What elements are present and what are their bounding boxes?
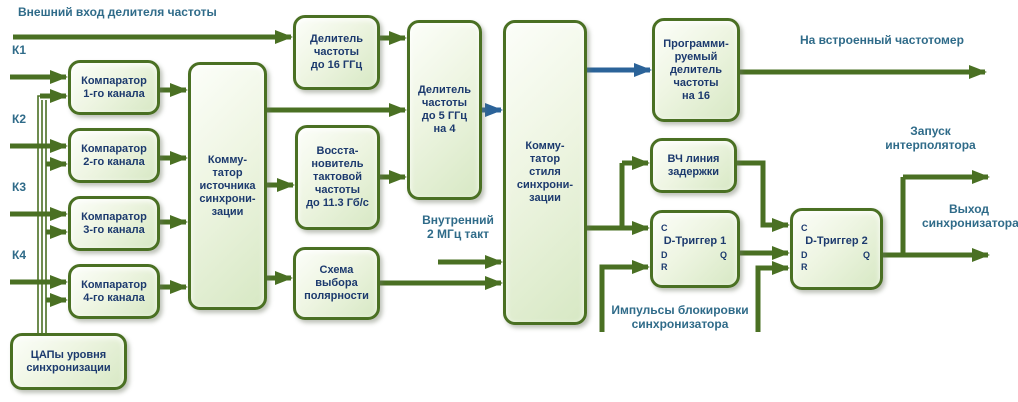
label-internal-clock: Внутренний 2 МГц такт bbox=[422, 213, 494, 241]
trigger2-title: D-Триггер 2 bbox=[805, 235, 868, 247]
trigger2-pin-r: R bbox=[801, 262, 808, 272]
block-divider-5ghz: Делитель частоты до 5 ГГц на 4 bbox=[407, 20, 482, 200]
label-blocking-pulses: Импульсы блокировки синхронизатора bbox=[611, 303, 749, 331]
label-external-input: Внешний вход делителя частоты bbox=[18, 5, 217, 19]
block-polarity-select: Схема выбора полярности bbox=[293, 247, 380, 320]
trigger1-pin-r: R bbox=[661, 262, 668, 272]
label-interpolator-start: Запуск интерполятора bbox=[885, 124, 976, 152]
label-channel-k2: К2 bbox=[12, 112, 26, 126]
label-channel-k4: К4 bbox=[12, 248, 26, 262]
block-sync-source-switch: Комму- татор источника синхрони- зации bbox=[188, 62, 267, 310]
block-clock-recovery: Восста- новитель тактовой частоты до 11.… bbox=[295, 125, 380, 230]
block-d-trigger-1: C D-Триггер 1 D R Q bbox=[650, 210, 740, 288]
block-dac-sync-level: ЦАПы уровня синхронизации bbox=[10, 333, 127, 390]
label-channel-k1: К1 bbox=[12, 43, 26, 57]
block-comparator-1: Компаратор 1-го канала bbox=[68, 60, 160, 115]
trigger2-pin-q: Q bbox=[862, 250, 870, 260]
trigger1-pin-d: D bbox=[661, 250, 668, 260]
block-comparator-3: Компаратор 3-го канала bbox=[68, 196, 160, 251]
trigger1-title: D-Триггер 1 bbox=[663, 235, 727, 247]
label-channel-k3: К3 bbox=[12, 180, 26, 194]
block-programmable-divider: Программи- руемый делитель частоты на 16 bbox=[652, 18, 740, 122]
label-sync-output: Выход синхронизатора bbox=[922, 202, 1018, 230]
block-comparator-2: Компаратор 2-го канала bbox=[68, 128, 160, 183]
block-sync-style-switch: Комму- татор стиля синхрони- зации bbox=[503, 20, 587, 325]
block-comparator-4: Компаратор 4-го канала bbox=[68, 264, 160, 319]
trigger2-pin-d: D bbox=[801, 250, 808, 260]
block-d-trigger-2: C D-Триггер 2 D R Q bbox=[790, 208, 883, 290]
block-divider-16ghz: Делитель частоты до 16 ГГц bbox=[293, 15, 380, 90]
trigger2-pin-c: C bbox=[801, 223, 808, 233]
trigger1-pin-q: Q bbox=[719, 250, 727, 260]
trigger1-pin-c: C bbox=[661, 223, 668, 233]
label-to-frequency-meter: На встроенный частотомер bbox=[800, 33, 964, 47]
block-rf-delay-line: ВЧ линия задержки bbox=[650, 138, 737, 193]
